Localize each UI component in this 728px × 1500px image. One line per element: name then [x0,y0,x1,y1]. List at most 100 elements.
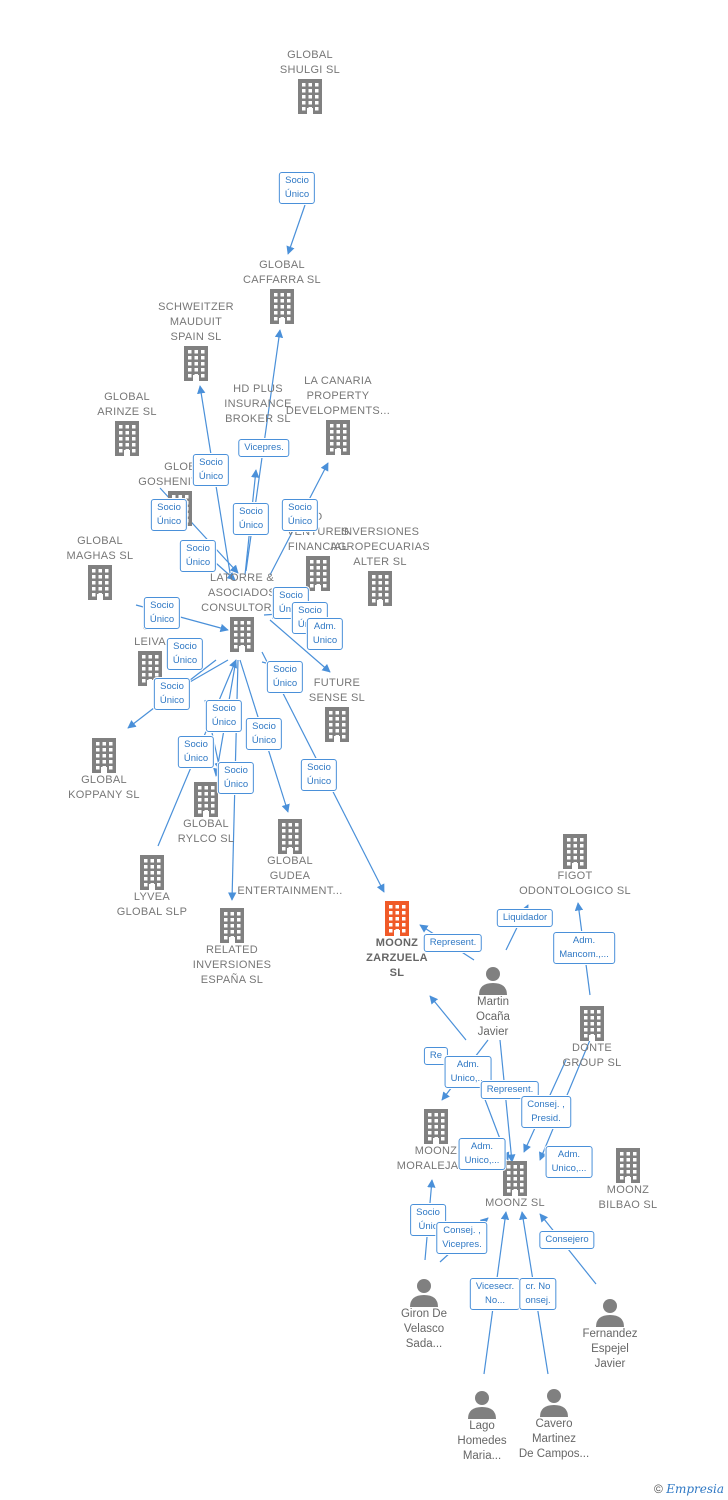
building-icon [268,419,408,455]
edge-label[interactable]: Vicepres. [238,439,290,457]
edge-label[interactable]: Socio Único [143,597,181,629]
person-node-lago[interactable]: Lago Homedes Maria... [412,1389,552,1464]
person-node-fernandez[interactable]: Fernandez Espejel Javier [540,1297,680,1372]
copyright-symbol: © [654,1482,663,1496]
company-node-maghas[interactable]: GLOBAL MAGHAS SL [30,534,170,600]
company-node-lyvea[interactable]: LYVEA GLOBAL SLP [82,854,222,920]
node-label: LATORRE & ASOCIADOS CONSULTORIA [201,572,283,614]
node-label: GLOBAL SHULGI SL [279,49,341,76]
edge-label[interactable]: Socio Único [177,736,215,768]
node-label: FUTURE SENSE SL [308,677,366,704]
node-label: Cavero Martinez De Campos... [518,1418,590,1460]
edge-label[interactable]: Socio Único [150,499,188,531]
edge-label[interactable]: Adm. Mancom.,... [553,932,615,964]
building-icon [558,1147,698,1183]
edge-label[interactable]: Adm. Unico,... [545,1146,593,1178]
edge-label[interactable]: Socio Único [166,638,204,670]
building-icon [327,900,467,936]
company-node-bilbao[interactable]: MOONZ BILBAO SL [558,1147,698,1213]
building-icon [248,555,388,591]
company-node-shulgi[interactable]: GLOBAL SHULGI SL [240,48,380,114]
building-icon [240,78,380,114]
building-icon [172,616,312,652]
company-node-inversiones[interactable]: INVERSIONES AGROPECUARIAS ALTER SL [310,525,450,606]
company-node-moonz[interactable]: MOONZ SL [445,1160,585,1211]
person-icon [540,1297,680,1327]
person-node-cavero[interactable]: Cavero Martinez De Campos... [484,1387,624,1462]
relation-edge-0 [286,204,306,255]
company-node-schweitzer[interactable]: SCHWEITZER MAUDUIT SPAIN SL [126,300,266,381]
node-label: HD PLUS INSURANCE BROKER SL [224,383,292,425]
company-node-donte[interactable]: DONTE GROUP SL [522,1005,662,1071]
relation-edge-31 [539,1213,597,1285]
company-node-gudea[interactable]: GLOBAL GUDEA ENTERTAINMENT... [220,818,360,899]
edge-label[interactable]: Socio Único [232,503,270,535]
building-icon [162,907,302,943]
building-icon [126,345,266,381]
company-node-figot[interactable]: FIGOT ODONTOLOGICO SL [505,833,645,899]
node-label: SCHWEITZER MAUDUIT SPAIN SL [158,301,234,343]
person-icon [354,1277,494,1307]
company-node-koppany[interactable]: GLOBAL KOPPANY SL [34,737,174,803]
person-icon [423,965,563,995]
node-label: GLOBAL CAFFARRA SL [243,259,321,286]
building-icon [212,288,352,324]
company-node-lacanaria[interactable]: LA CANARIA PROPERTY DEVELOPMENTS... [268,374,408,455]
building-icon [366,1108,506,1144]
company-node-related[interactable]: RELATED INVERSIONES ESPAÑA SL [162,907,302,988]
node-label: GLOBAL KOPPANY SL [68,774,140,801]
person-icon [412,1389,552,1419]
edge-label[interactable]: Socio Único [153,678,191,710]
company-node-rylco[interactable]: GLOBAL RYLCO SL [136,781,276,847]
building-icon [136,781,276,817]
edge-label[interactable]: Represent. [423,934,483,952]
edge-label[interactable]: Socio Únic [410,1204,446,1236]
edge-label[interactable]: Socio Único [278,172,316,204]
edge-label[interactable]: Represent. [480,1081,540,1099]
edge-label[interactable]: Socio Único [300,759,338,791]
edge-label[interactable]: Socio Único [205,700,243,732]
node-label: Martin Ocaña Javier [476,996,510,1038]
company-node-arinze[interactable]: GLOBAL ARINZE SL [57,390,197,456]
node-label: LA CANARIA PROPERTY DEVELOPMENTS... [285,375,391,417]
company-node-hdplus[interactable]: HD PLUS INSURANCE BROKER SL [188,382,328,427]
relation-edge-23 [429,995,467,1041]
node-label: Lago Homedes Maria... [457,1420,507,1462]
company-node-moonzzar[interactable]: MOONZ ZARZUELA SL [327,900,467,981]
relation-edge-10 [269,619,331,673]
edge-label[interactable]: cr. No onsej. [519,1278,557,1310]
edge-label[interactable]: Consejero [539,1231,595,1249]
building-icon [220,818,360,854]
node-label: GLOB GOSHENITA SL [138,461,221,488]
company-node-caffarra[interactable]: GLOBAL CAFFARRA SL [212,258,352,324]
edge-label[interactable]: Liquidador [496,909,554,927]
person-node-giron[interactable]: Giron De Velasco Sada... [354,1277,494,1352]
building-icon [267,706,407,742]
building-icon [505,833,645,869]
node-label: Giron De Velasco Sada... [400,1308,448,1350]
company-node-latorre[interactable]: LATORRE & ASOCIADOS CONSULTORIA [172,571,312,652]
building-icon [445,1160,585,1196]
edge-label[interactable]: Socio Único [245,718,283,750]
person-icon [484,1387,624,1417]
building-icon [522,1005,662,1041]
person-node-martin[interactable]: Martin Ocaña Javier [423,965,563,1040]
edge-label[interactable]: Consej. , Presid. [521,1096,571,1128]
building-icon [82,854,222,890]
edge-label[interactable]: Adm. Unico [306,618,344,650]
edge-label[interactable]: Vicesecr. No... [469,1278,521,1310]
node-label: GLOBAL GUDEA ENTERTAINMENT... [237,855,343,897]
edge-label[interactable]: Consej. , Vicepres. [436,1222,488,1254]
node-label: FIGOT ODONTOLOGICO SL [519,870,631,897]
edge-label[interactable]: Socio Único [266,661,304,693]
company-node-future[interactable]: FUTURE SENSE SL [267,676,407,742]
edge-label[interactable]: Socio Único [179,540,217,572]
edge-label[interactable]: Socio Único [217,762,255,794]
node-label: LYVEA GLOBAL SLP [116,891,188,918]
edge-label[interactable]: Adm. Unico,... [458,1138,506,1170]
edge-label[interactable]: Socio Único [192,454,230,486]
building-icon [310,570,450,606]
building-icon [34,737,174,773]
edge-label[interactable]: Socio Único [281,499,319,531]
brand-logo[interactable]: Empresia [666,1482,724,1496]
